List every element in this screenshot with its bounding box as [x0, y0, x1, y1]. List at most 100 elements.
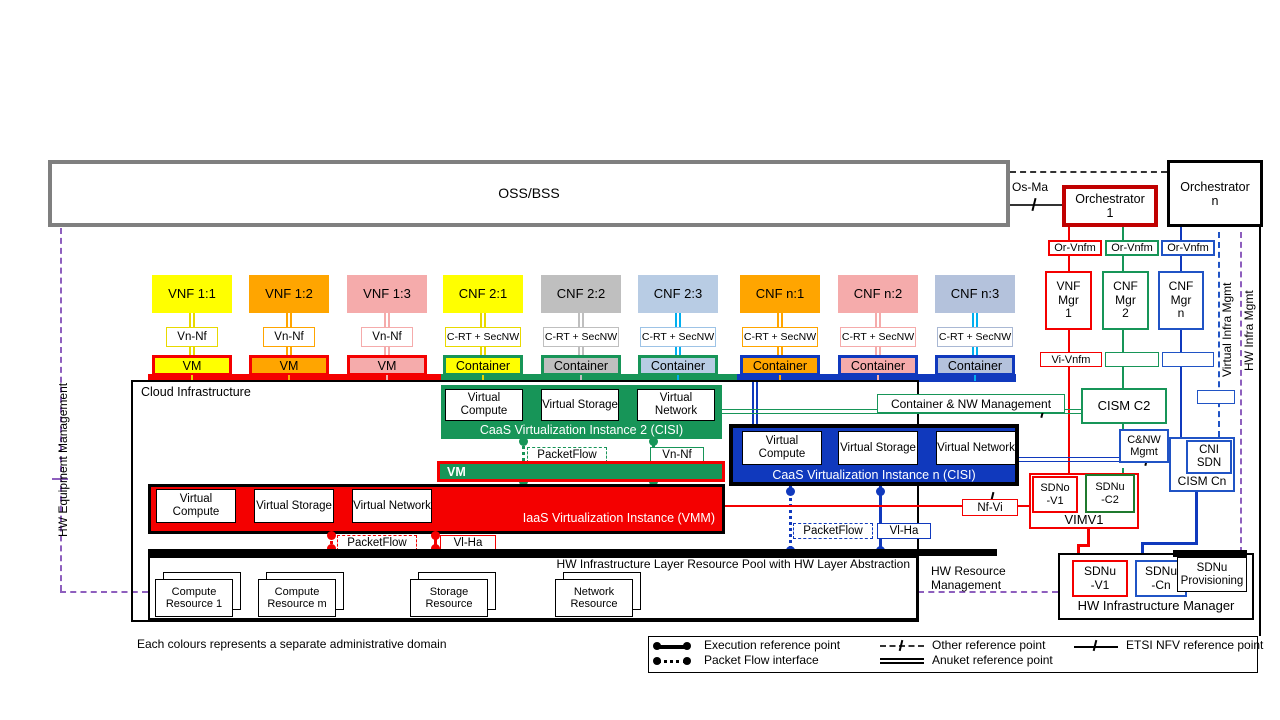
cnf-mgrn-l2: Mgr — [1170, 292, 1192, 307]
vnf-box-1-1: VNF 1:1 — [152, 275, 232, 313]
vnf-mgr1-l1: VNF — [1056, 279, 1081, 294]
ref-box-green-empty — [1105, 352, 1159, 367]
vimv1-label: VIMV1 — [1064, 512, 1104, 527]
cnf-mgr2-l1: CNF — [1113, 279, 1138, 294]
cnw-mgmt-box: C&NW Mgmt — [1119, 429, 1169, 463]
legend-box — [648, 636, 1258, 673]
compute-resource-m: Compute Resource m — [258, 579, 336, 617]
dashed-line-oss-orchn — [1010, 171, 1167, 173]
crt-secnw-label-4: C-RT + SecNW — [742, 327, 818, 347]
legend-other-label: Other reference point — [932, 638, 1046, 652]
cnf-mgrn-l1: CNF — [1168, 279, 1194, 294]
vnf-box-1-2: VNF 1:2 — [249, 275, 329, 313]
connector-bar-caasn — [752, 382, 758, 426]
caas2-title: CaaS Virtualization Instance 2 (CISI) — [479, 423, 684, 437]
exec-dot-green-2 — [649, 437, 658, 446]
sdnu-provisioning-box: SDNu Provisioning — [1177, 557, 1247, 592]
hw-equipment-tick — [52, 478, 68, 480]
hw-resource-mgmt-line2: Management — [931, 577, 1002, 592]
container-domain-bar-green — [441, 374, 788, 382]
sdnu-c2-l1: SDNu — [1095, 481, 1125, 494]
cnw-mgmt-l2: Mgmt — [1130, 446, 1158, 458]
vm-box-3: VM — [347, 355, 427, 376]
cnf-mgr2-box: CNF Mgr 2 — [1102, 271, 1149, 330]
iaas-box — [148, 484, 725, 534]
black-vertical-orchn-down — [1259, 227, 1261, 636]
hw-abstraction-bar — [148, 549, 997, 556]
osma-line — [1010, 204, 1062, 206]
exec-dot-blue-1 — [786, 487, 795, 496]
exec-dot-red-2 — [431, 531, 440, 540]
anuket-line-caasn-cismcn — [1019, 457, 1169, 462]
red-elbow-c — [1077, 544, 1080, 561]
cnf-box-n-2: CNF n:2 — [838, 275, 918, 313]
crt-secnw-label-1: C-RT + SecNW — [445, 327, 521, 347]
exec-dot-blue-2 — [876, 487, 885, 496]
or-vnfm-label-green: Or-Vnfm — [1105, 240, 1159, 256]
hw-resource-mgmt-label: HW Resource Management — [931, 564, 1041, 593]
container-box-21: Container — [443, 355, 523, 376]
crt-secnw-label-6: C-RT + SecNW — [937, 327, 1013, 347]
orchestrator-1-line2: 1 — [1106, 206, 1114, 220]
vnf-mgr1-l3: 1 — [1065, 306, 1072, 321]
hw-resource-dashed-horizontal — [918, 591, 1058, 593]
legend-execution-dot-l — [653, 642, 661, 650]
vnnf-label-2: Vn-Nf — [263, 327, 315, 347]
oss-bss-box: OSS/BSS — [48, 160, 1010, 227]
crt-secnw-label-2: C-RT + SecNW — [543, 327, 619, 347]
orchestrator-n-line1: Orchestrator — [1180, 179, 1250, 194]
packetflow-label-caasn: PacketFlow — [793, 523, 873, 539]
hw-equipment-dashed-horizontal — [60, 591, 148, 593]
vlha-line-iaas — [434, 534, 437, 550]
legend-anuket-label: Anuket reference point — [932, 653, 1053, 667]
caasn-virtual-compute: Virtual Compute — [742, 431, 822, 465]
or-vnfm-label-red: Or-Vnfm — [1048, 240, 1102, 256]
bar-tick-1 — [191, 375, 193, 381]
iaas-virtual-compute: Virtual Compute — [156, 489, 236, 523]
exec-dot-red-1 — [327, 531, 336, 540]
legend-execution-line — [657, 645, 687, 649]
legend-etsi-label: ETSI NFV reference point — [1126, 638, 1264, 652]
exec-dot-green-1 — [519, 437, 528, 446]
red-elbow-a — [1087, 529, 1090, 547]
sdnu-prov-topbar — [1173, 550, 1247, 557]
bar-tick-7 — [779, 375, 781, 381]
bar-tick-2 — [288, 375, 290, 381]
osma-label: Os-Ma — [1012, 180, 1048, 194]
orchestrator-1-line1: Orchestrator — [1075, 192, 1145, 206]
hw-equipment-dashed-vertical — [60, 228, 62, 591]
red-elbow-b — [1077, 544, 1090, 547]
legend-packet-label: Packet Flow interface — [704, 653, 819, 667]
orchestrator-1-box: Orchestrator 1 — [1062, 185, 1158, 227]
cnf-box-2-3: CNF 2:3 — [638, 275, 718, 313]
cloud-infrastructure-box — [131, 380, 919, 622]
cnf-box-n-3: CNF n:3 — [935, 275, 1015, 313]
container-box-n3: Container — [935, 355, 1015, 376]
caas2-virtual-network: Virtual Network — [637, 389, 715, 421]
bar-tick-6 — [677, 375, 679, 381]
caasn-virtual-network: Virtual Network — [936, 431, 1016, 465]
oss-bss-label: OSS/BSS — [498, 184, 560, 201]
vm-domain-bar-red — [148, 374, 462, 382]
iaas-title: IaaS Virtualization Instance (VMM) — [522, 511, 715, 525]
bar-tick-4 — [482, 375, 484, 381]
cism-cn-label: CISM Cn — [1177, 474, 1227, 488]
crt-secnw-label-3: C-RT + SecNW — [640, 327, 716, 347]
virtual-infra-dashed-line — [1218, 232, 1220, 437]
orchestrator-n-line2: n — [1211, 193, 1219, 208]
bar-tick-9 — [974, 375, 976, 381]
caasn-virtual-storage: Virtual Storage — [838, 431, 918, 465]
sdnu-prov-l1: SDNu — [1196, 561, 1228, 574]
cnf-mgrn-l3: n — [1177, 306, 1185, 321]
storage-resource: Storage Resource — [410, 579, 488, 617]
legend-execution-label: Execution reference point — [704, 638, 841, 652]
cnf-mgr2-l2: Mgr — [1115, 292, 1136, 307]
hw-resource-mgmt-line1: HW Resource — [931, 564, 1006, 578]
hw-infra-mgmt-label: HW Infra Mgmt — [1242, 290, 1256, 371]
cnf-box-2-1: CNF 2:1 — [443, 275, 523, 313]
vm-host-bar-label: VM — [447, 464, 466, 479]
exec-dot-red-3 — [327, 544, 336, 553]
blue-elbow-c — [1141, 542, 1144, 561]
sdnu-c2-box: SDNu -C2 — [1085, 474, 1135, 513]
sdnu-cn-l2: -Cn — [1151, 577, 1171, 592]
